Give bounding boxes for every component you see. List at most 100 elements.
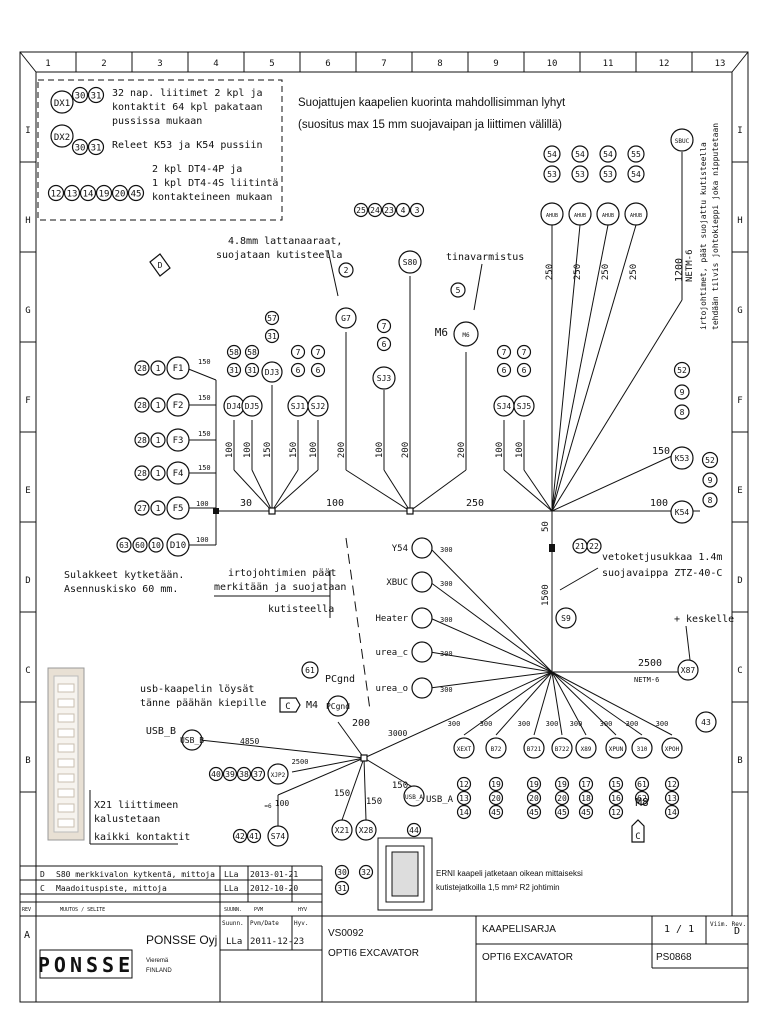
connector-node [513, 395, 535, 417]
pin-label: 22 [589, 542, 599, 551]
connector-node [166, 461, 190, 485]
connector-node [335, 307, 357, 329]
diagram-instruction: (suositus max 15 mm suojavaipan ja liitt… [298, 119, 562, 131]
connector-node [355, 819, 377, 841]
length-dimension: 150 [334, 789, 350, 799]
pin-node [554, 804, 570, 820]
pin-node [134, 360, 150, 376]
length-dimension: 300 [440, 580, 453, 588]
row-label: A [24, 930, 30, 941]
connector-label: DJ5 [245, 402, 260, 411]
pin-node [526, 804, 542, 820]
pin-label: 1 [156, 364, 161, 373]
pin-label: 21 [575, 542, 585, 551]
pin-label: 3 [415, 206, 420, 215]
pin-node [87, 138, 105, 156]
pin-node [456, 776, 472, 792]
annotation: kutistejatkoilla 1,5 mm² R2 johtimin [436, 883, 560, 892]
pin-node [634, 776, 650, 792]
note-line: 32 nap. liitimet 2 kpl ja [112, 88, 263, 99]
pin-label: 58 [247, 348, 257, 357]
pin-label: 13 [667, 794, 677, 803]
splice-point [549, 544, 555, 552]
pin-label: 6 [382, 340, 387, 349]
product-name: OPTI6 EXCAVATOR [328, 948, 419, 959]
row-label: E [737, 486, 742, 496]
length-dimension: 300 [440, 546, 453, 554]
length-dimension: 250 [629, 264, 639, 280]
connector-label: B72 [491, 746, 502, 753]
annotation: irtojohtimet, päät suojattu kutisteella [699, 142, 708, 330]
pin-node [301, 661, 319, 679]
length-dimension: 300 [570, 720, 583, 728]
connector-node [670, 500, 694, 524]
pin-label: 54 [575, 150, 585, 159]
pin-node [702, 472, 718, 488]
note-line: kontaktit 64 kpl pakataan [112, 102, 263, 113]
annotation: usb-kaapelin löysät [140, 684, 254, 695]
pin-label: 1 [156, 504, 161, 513]
pin-node [150, 360, 166, 376]
length-dimension: 100 [515, 442, 525, 458]
length-dimension: 2500 [292, 758, 309, 766]
pin-node [87, 86, 105, 104]
pin-label: 19 [99, 190, 110, 200]
note-line: pussissa mukaan [112, 116, 202, 127]
pin-label: 12 [51, 190, 62, 200]
pin-node [290, 344, 306, 360]
column-label: 6 [325, 59, 330, 69]
pin-node [127, 184, 145, 202]
pin-node [63, 184, 81, 202]
length-dimension: 300 [448, 720, 461, 728]
field-label: Suunn. [222, 920, 244, 927]
pin-label: 4 [401, 206, 406, 215]
length-dimension: 300 [626, 720, 639, 728]
pin-node [334, 864, 350, 880]
connector-label: X89 [581, 746, 592, 753]
pin-label: 37 [253, 770, 263, 779]
pin-label: 23 [384, 206, 394, 215]
pin-node [111, 184, 129, 202]
connector-node [327, 695, 349, 717]
pin-node [543, 145, 561, 163]
length-dimension: 300 [518, 720, 531, 728]
pin-node [367, 202, 383, 218]
connector-node [596, 202, 620, 226]
erni-connector-drawing [377, 837, 433, 911]
column-label: 3 [157, 59, 162, 69]
pin-label: 30 [75, 92, 86, 102]
revision-tag [631, 819, 645, 843]
length-dimension: 100 [243, 442, 253, 458]
pin-label: 12 [459, 780, 469, 789]
pin-node [578, 804, 594, 820]
pin-label: 31 [91, 144, 102, 154]
pin-node [526, 776, 542, 792]
pin-label: 10 [151, 541, 161, 550]
length-dimension: 300 [546, 720, 559, 728]
connector-node [453, 737, 475, 759]
revision-header: HYV [298, 907, 307, 913]
row-label: F [25, 396, 30, 406]
connector-node [411, 537, 433, 559]
product-name: OPTI6 EXCAVATOR [482, 952, 573, 963]
pin-node [134, 465, 150, 481]
connector-node [631, 737, 653, 759]
column-label: 4 [213, 59, 218, 69]
connector-label: S80 [403, 258, 418, 267]
connector-node [605, 737, 627, 759]
connector-label: XPUN [609, 746, 624, 753]
title-block: A PONSSE PONSSE Oyj Vieremä FINLAND Suun… [19, 915, 749, 1003]
connector-node [670, 128, 694, 152]
pin-node [226, 344, 242, 360]
note-line: 1 kpl DT4-4S liitintä [152, 178, 278, 189]
pin-label: 20 [557, 794, 567, 803]
revision-table: D S80 merkkivalon kytkentä, mittoja LLa … [20, 865, 323, 1002]
pin-node [571, 145, 589, 163]
length-dimension: 150 [392, 781, 408, 791]
length-dimension: 100 [225, 442, 235, 458]
connector-node [411, 571, 433, 593]
connector-label: F1 [173, 364, 184, 374]
pin-node [571, 165, 589, 183]
annotation: + keskelle [674, 614, 734, 625]
